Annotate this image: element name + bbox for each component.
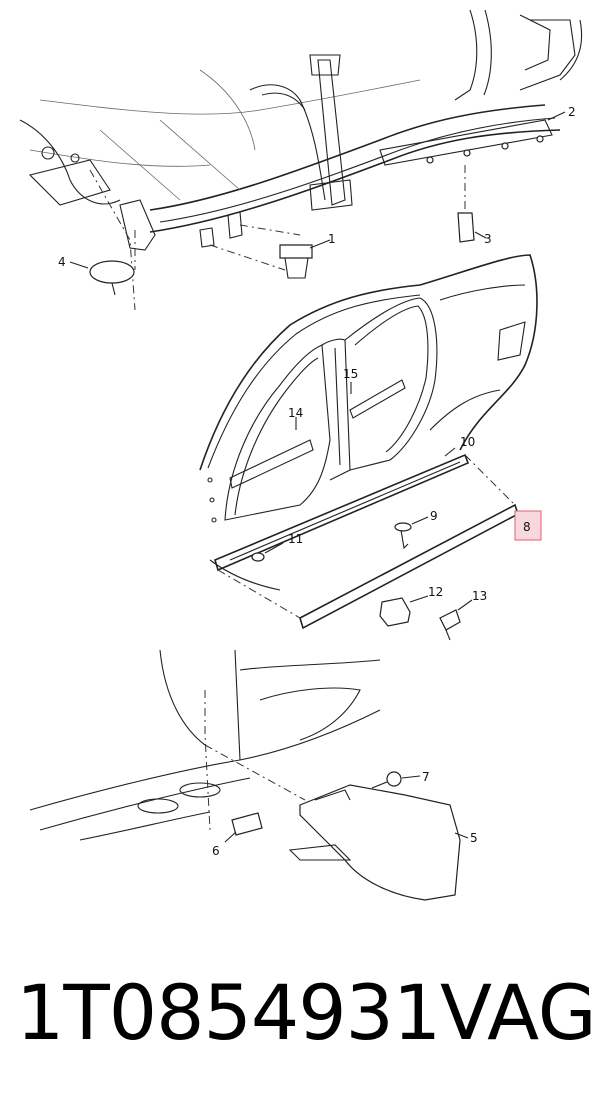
callout-8-highlight-box: [514, 510, 542, 541]
part-6-clip: [224, 812, 263, 843]
callout-9: 9: [430, 509, 438, 523]
floor-assembly-drawing: [19, 9, 583, 311]
callout-15: 15: [343, 367, 358, 381]
callout-8: 8: [523, 520, 531, 534]
side-body-drawing: [199, 254, 538, 630]
callout-2: 2: [568, 105, 576, 119]
part-9-screw: [394, 516, 429, 550]
callout-6: 6: [212, 844, 220, 858]
brand-text: VAG: [440, 968, 597, 1057]
part-13-screw: [439, 599, 473, 641]
callout-7: 7: [422, 770, 430, 784]
part-12-clip: [379, 595, 429, 627]
part-7-screw: [371, 771, 421, 789]
part-number-text: 1T0854931: [16, 968, 441, 1057]
callout-13: 13: [472, 589, 487, 603]
callout-14: 14: [288, 406, 303, 420]
part-1-clip: [279, 239, 331, 279]
callout-1: 1: [328, 232, 336, 246]
callout-5: 5: [470, 831, 478, 845]
callout-12: 12: [428, 585, 443, 599]
part-4-plug: [69, 260, 135, 296]
callout-4: 4: [58, 255, 66, 269]
parts-exploded-diagram: 1 2 3 4 5 6 7 8 9 10 11 12 13 14 15: [19, 9, 583, 901]
callout-3: 3: [484, 232, 492, 246]
part-3-clip: [457, 212, 487, 243]
floor-trim-drawing: [29, 649, 469, 901]
callout-10: 10: [460, 435, 475, 449]
callout-11: 11: [288, 532, 303, 546]
part-11-screw: [251, 542, 284, 562]
